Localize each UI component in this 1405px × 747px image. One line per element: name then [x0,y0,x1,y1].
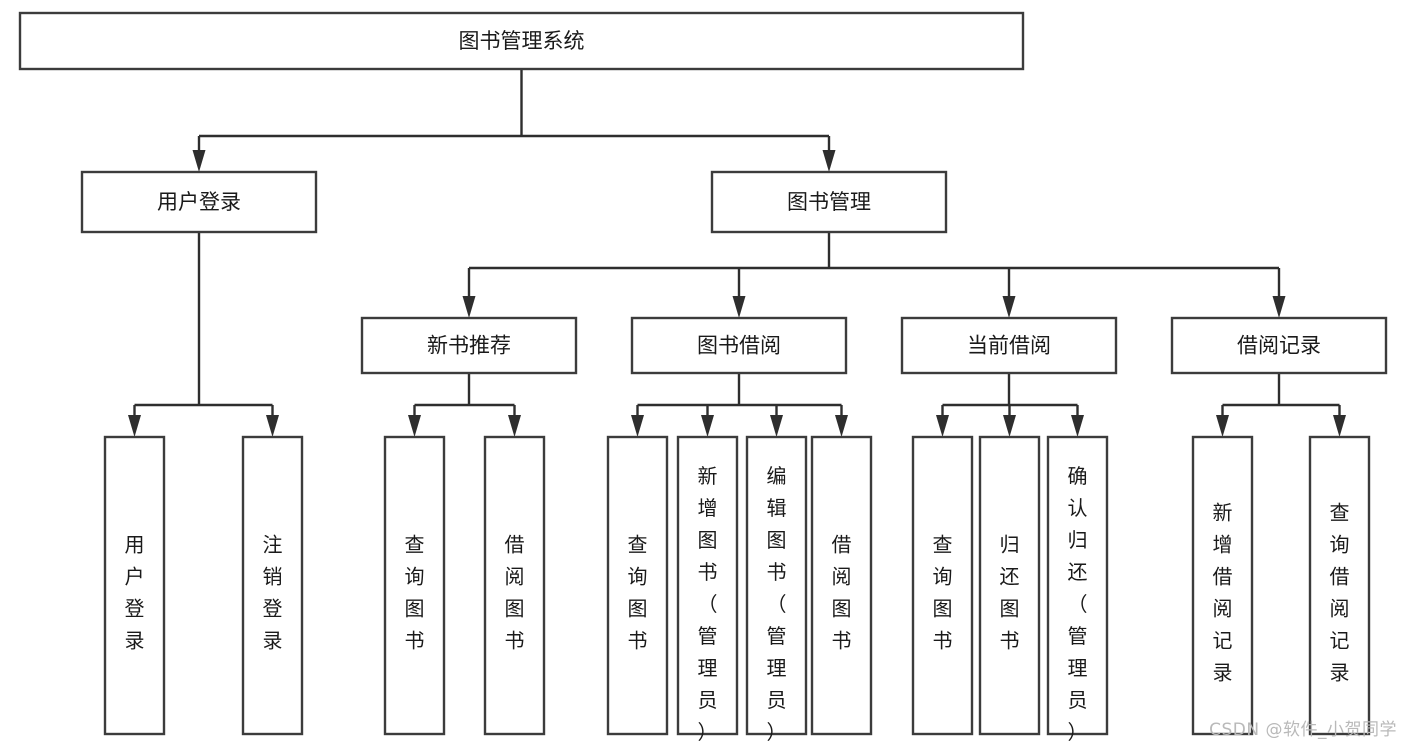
node-label: 用户登录 [125,532,145,652]
node-current-borrow[interactable]: 当前借阅 [900,316,1118,375]
node-leaf-logout[interactable]: 注销登录 [241,435,304,736]
node-label: 用户登录 [157,190,241,214]
node-leaf-user-login[interactable]: 用户登录 [103,435,166,736]
connector-arrowhead [508,415,521,437]
connector-arrowhead [701,415,714,437]
node-box[interactable] [1170,316,1388,375]
node-box[interactable] [978,435,1041,736]
node-borrow-record[interactable]: 借阅记录 [1170,316,1388,375]
node-layer: 图书管理系统用户登录图书管理新书推荐图书借阅当前借阅借阅记录用户登录注销登录查询… [18,11,1388,744]
node-box[interactable] [1308,435,1371,736]
node-user-login[interactable]: 用户登录 [80,170,318,234]
node-box[interactable] [103,435,166,736]
connector-arrowhead [1216,415,1229,437]
node-label: 查询借阅记录 [1330,500,1350,684]
connector-arrowhead [462,296,476,318]
node-label: 图书借阅 [697,334,781,358]
node-label: 查询图书 [933,532,953,652]
node-label: 借阅图书 [832,532,852,652]
node-leaf-confirm-return[interactable]: 确认归还（管理员） [1046,435,1109,744]
node-box[interactable] [360,316,578,375]
node-box[interactable] [630,316,848,375]
node-label: 查询图书 [405,532,425,652]
node-book-borrow[interactable]: 图书借阅 [630,316,848,375]
connector-arrowhead [408,415,421,437]
node-box[interactable] [710,170,948,234]
node-box[interactable] [1046,435,1109,736]
node-label: 新增图书（管理员） [698,464,718,744]
node-label: 图书管理系统 [459,29,585,53]
connector-arrowhead [266,415,279,437]
connector-arrowhead [192,150,206,172]
connector-arrowhead [1003,415,1016,437]
node-label: 查询图书 [628,532,648,652]
connector-arrowhead [835,415,848,437]
node-label: 当前借阅 [967,334,1051,358]
watermark-label: CSDN @软件_小贺同学 [1209,720,1397,740]
node-book-manage[interactable]: 图书管理 [710,170,948,234]
node-box[interactable] [676,435,739,736]
connector-arrowhead [1002,296,1016,318]
connector-layer [128,69,1346,437]
node-label: 图书管理 [787,190,871,214]
node-new-book-rec[interactable]: 新书推荐 [360,316,578,375]
node-label: 借阅图书 [505,532,525,652]
node-leaf-add-book[interactable]: 新增图书（管理员） [676,435,739,744]
node-box[interactable] [745,435,808,736]
node-box[interactable] [810,435,873,736]
node-label: 确认归还（管理员） [1068,464,1088,744]
node-label: 新书推荐 [427,334,511,358]
connector-arrowhead [770,415,783,437]
node-leaf-edit-book[interactable]: 编辑图书（管理员） [745,435,808,744]
node-label: 借阅记录 [1237,334,1321,358]
node-leaf-borrow-book[interactable]: 借阅图书 [810,435,873,736]
connector-arrowhead [1333,415,1346,437]
node-leaf-query-book[interactable]: 查询图书 [606,435,669,736]
node-label: 注销登录 [263,532,283,652]
node-label: 归还图书 [1000,532,1020,652]
node-box[interactable] [911,435,974,736]
connector-arrowhead [822,150,836,172]
node-box[interactable] [383,435,446,736]
connector-arrowhead [1272,296,1286,318]
node-leaf-query-book-cur[interactable]: 查询图书 [911,435,974,736]
node-label: 新增借阅记录 [1213,500,1233,684]
node-box[interactable] [80,170,318,234]
node-box[interactable] [1191,435,1254,736]
connector-arrowhead [631,415,644,437]
node-leaf-query-book-rec[interactable]: 查询图书 [383,435,446,736]
node-box[interactable] [18,11,1025,71]
node-box[interactable] [483,435,546,736]
node-leaf-query-record[interactable]: 查询借阅记录 [1308,435,1371,736]
connector-arrowhead [732,296,746,318]
node-leaf-return-book[interactable]: 归还图书 [978,435,1041,736]
connector-arrowhead [1071,415,1084,437]
node-box[interactable] [900,316,1118,375]
node-leaf-borrow-book-rec[interactable]: 借阅图书 [483,435,546,736]
node-label: 编辑图书（管理员） [767,464,787,744]
node-leaf-add-record[interactable]: 新增借阅记录 [1191,435,1254,736]
connector-arrowhead [936,415,949,437]
node-root[interactable]: 图书管理系统 [18,11,1025,71]
connector-arrowhead [128,415,141,437]
node-box[interactable] [606,435,669,736]
node-box[interactable] [241,435,304,736]
